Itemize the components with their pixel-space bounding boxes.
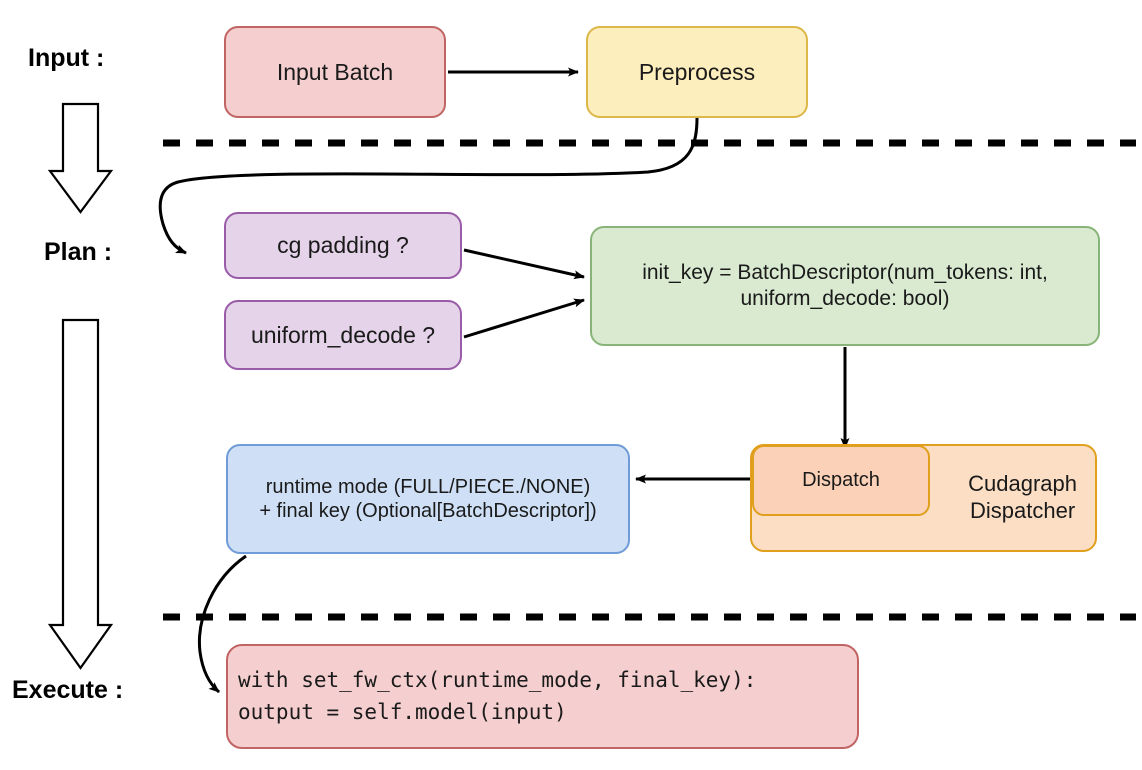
node-input-batch[interactable]: Input Batch [224,26,446,118]
stage-label-input: Input : [28,44,105,72]
block-arrow-plan-to-execute [47,318,114,670]
node-dispatch[interactable]: Dispatch [752,445,930,516]
stage-label-plan: Plan : [44,238,113,266]
node-init-key[interactable]: init_key = BatchDescriptor(num_tokens: i… [590,226,1100,346]
arrow-runtime-mode-to-execute-code [197,554,247,694]
arrow-preprocess-to-cg-padding [158,117,699,255]
node-uniform-decode[interactable]: uniform_decode ? [224,300,462,370]
stage-label-execute: Execute : [12,676,124,704]
node-cg-padding[interactable]: cg padding ? [224,212,462,279]
block-arrow-input-to-plan [47,102,114,214]
arrow-uniform-decode-to-init-key [463,298,585,339]
arrow-cg-padding-to-init-key [463,248,585,280]
node-execute-code[interactable]: with set_fw_ctx(runtime_mode, final_key)… [226,644,859,749]
node-runtime-mode[interactable]: runtime mode (FULL/PIECE./NONE) + final … [226,444,630,554]
node-preprocess[interactable]: Preprocess [586,26,808,118]
